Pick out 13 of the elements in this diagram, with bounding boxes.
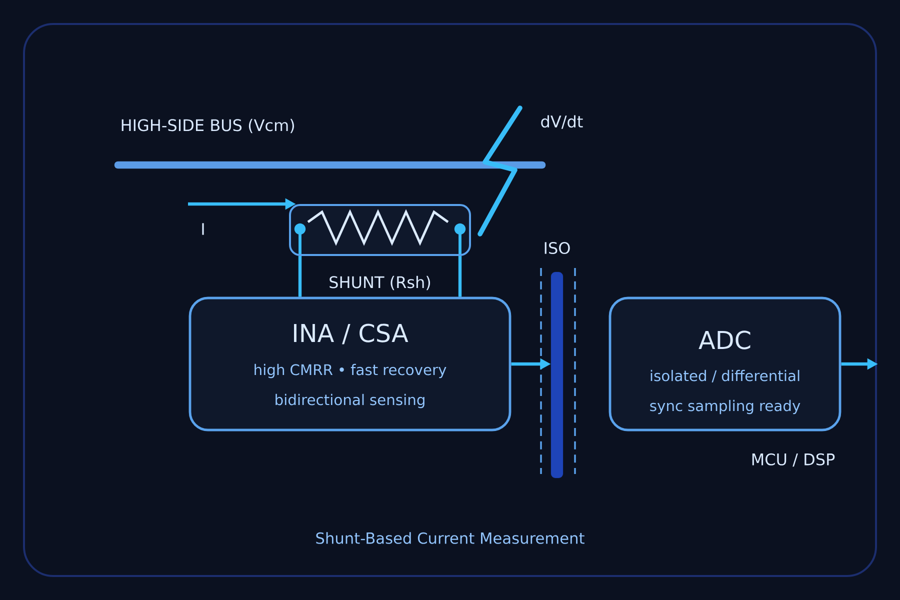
box-description: high CMRR • fast recovery bidirectional sensing [254, 364, 446, 408]
box-title: ADC [698, 330, 750, 350]
label-text: I [202, 223, 204, 235]
caption: Shunt-Based Current Measurement [316, 532, 584, 544]
box-label: SHUNT (Rsh) [330, 276, 430, 290]
box-title: INA / CSA [294, 324, 408, 344]
box-label: ISO [544, 242, 570, 254]
label-text: HIGH-SIDE BUS (Vcm) [122, 118, 294, 134]
wire [298, 256, 302, 297]
label-text: dV/dt [541, 115, 583, 129]
box-caption: MCU / DSP [752, 453, 835, 467]
box-description: isolated / differential sync sampling ready [650, 370, 800, 414]
wire [458, 256, 462, 297]
